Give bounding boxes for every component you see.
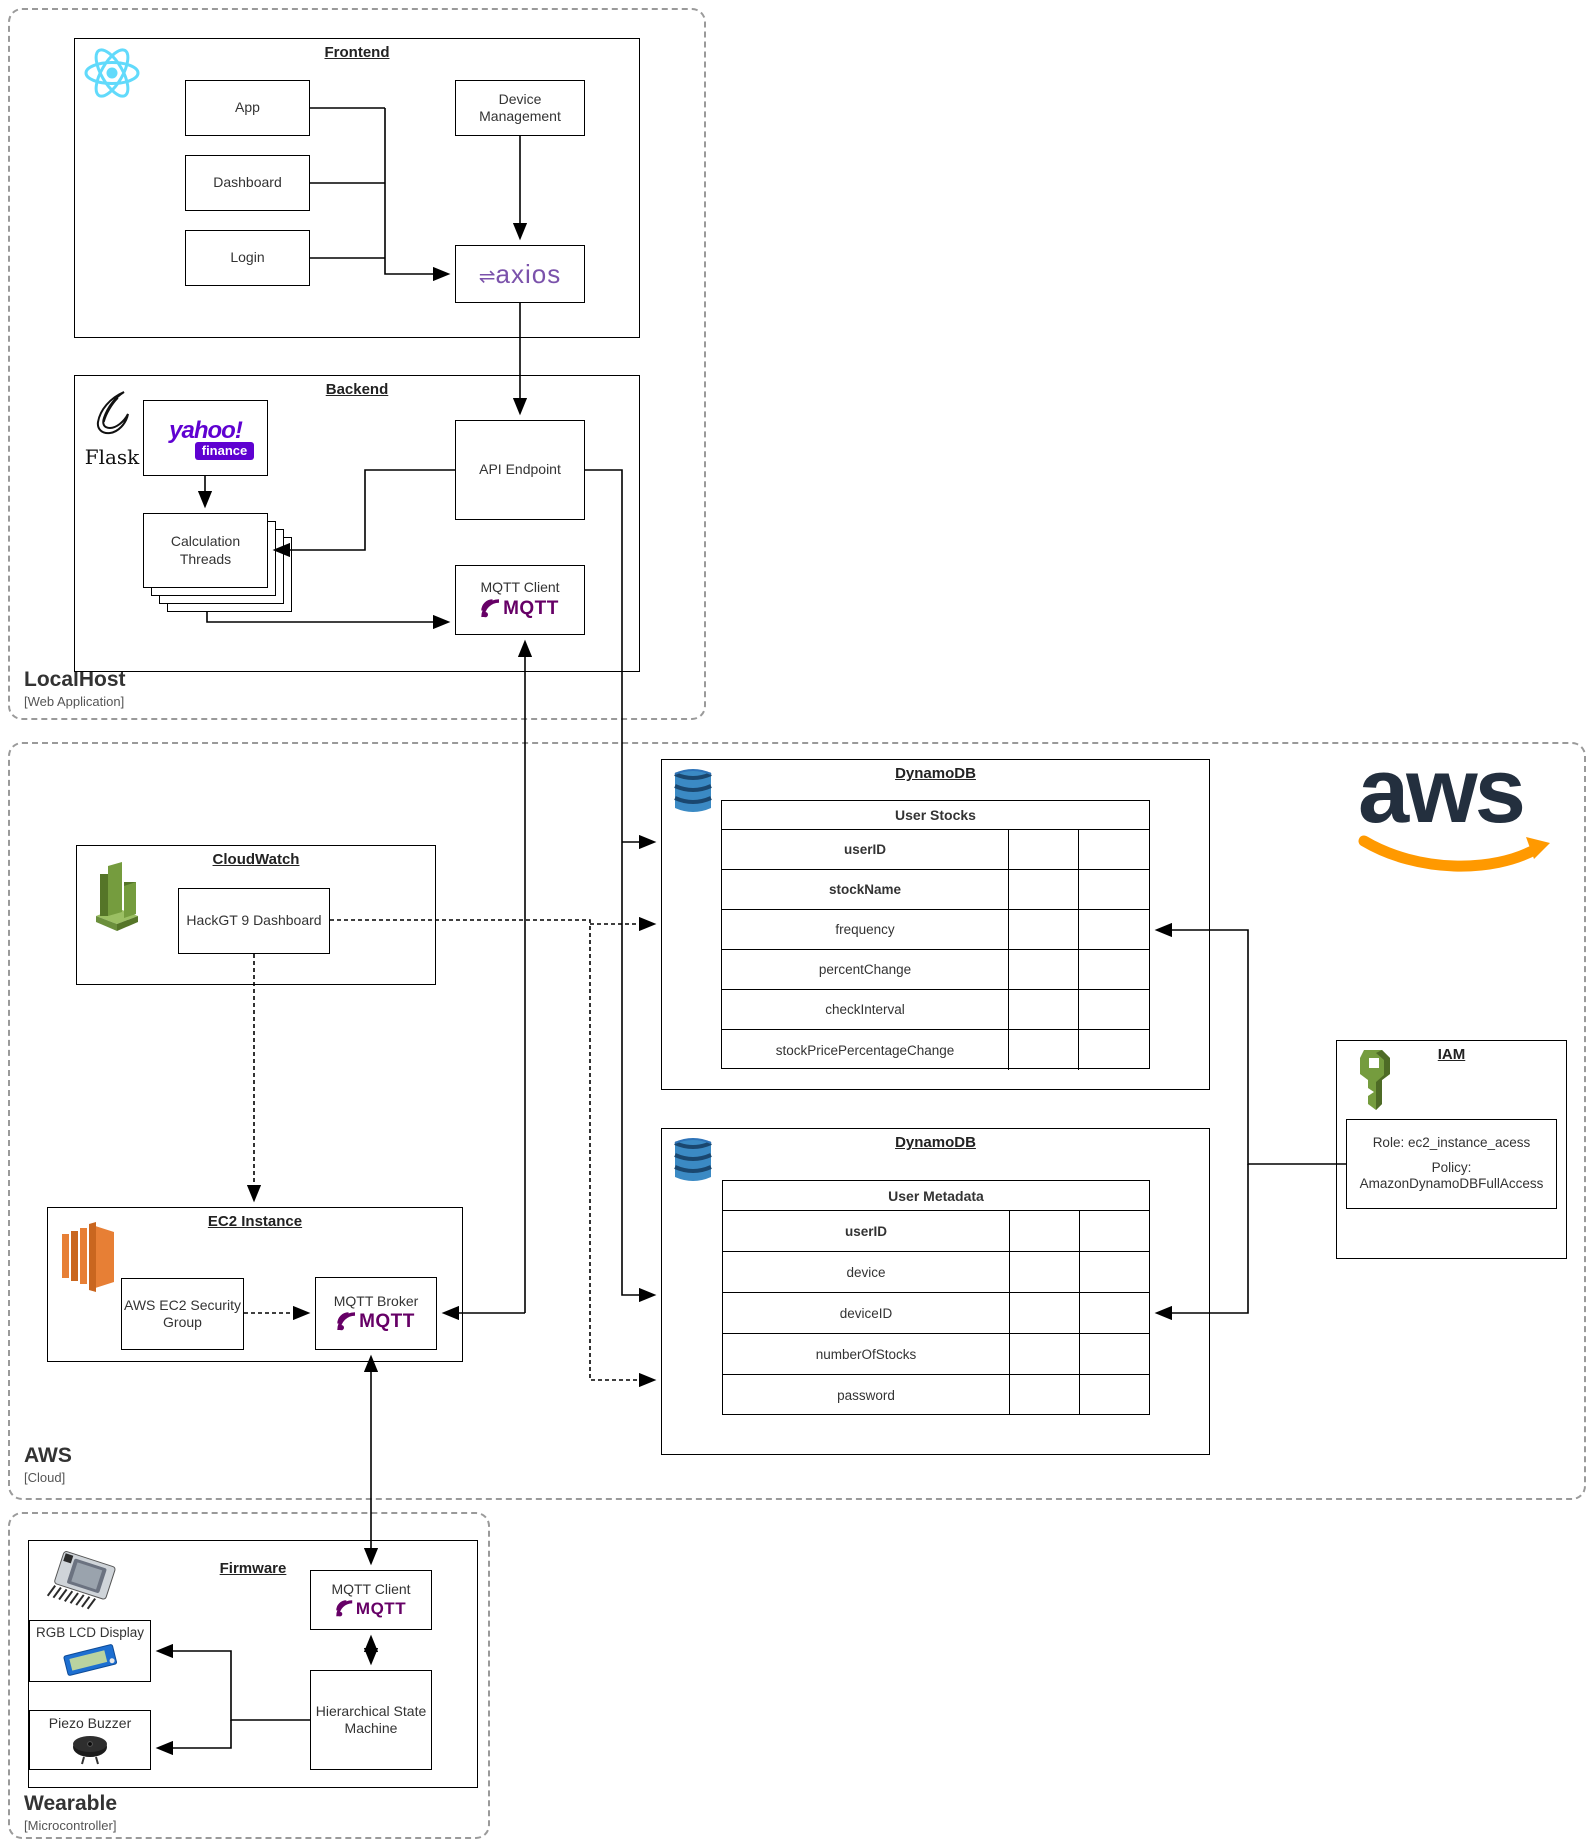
react-icon [84, 48, 140, 98]
user-metadata-table-title: User Metadata [723, 1181, 1149, 1211]
aws-container [8, 742, 1586, 1500]
frontend-dashboard-node[interactable]: Dashboard [185, 155, 310, 211]
mqtt-signal-icon [481, 599, 500, 617]
user-stocks-table-title: User Stocks [722, 801, 1149, 830]
table-row: device [723, 1252, 1149, 1293]
iam-policy-text: Policy: AmazonDynamoDBFullAccess [1359, 1159, 1544, 1192]
cloudwatch-title: CloudWatch [212, 851, 300, 868]
yahoo-finance-node[interactable]: yahoo! finance [143, 400, 268, 476]
axios-logo: ⇌axios [478, 258, 562, 289]
table-row: percentChange [722, 950, 1149, 990]
localhost-label: LocalHost [24, 668, 126, 691]
frontend-login-node[interactable]: Login [185, 230, 310, 286]
esp32-board-icon [46, 1551, 116, 1610]
dynamodb-metadata-title: DynamoDB [895, 1134, 976, 1151]
wearable-label: Wearable [24, 1792, 117, 1815]
wearable-container [8, 1512, 490, 1839]
mqtt-signal-icon [337, 1312, 356, 1331]
aws-label: AWS [24, 1444, 72, 1467]
frontend-title: Frontend [324, 44, 390, 61]
aws-sublabel: [Cloud] [24, 1470, 66, 1485]
firmware-title: Firmware [219, 1560, 287, 1577]
table-row: numberOfStocks [723, 1334, 1149, 1375]
dynamodb-icon [674, 1138, 712, 1181]
frontend-device-management-node[interactable]: Device Management [455, 80, 585, 136]
user-metadata-table: User Metadata userID device deviceID num… [722, 1180, 1150, 1415]
localhost-container [8, 8, 706, 720]
localhost-sublabel: [Web Application] [24, 694, 125, 709]
mqtt-signal-icon [336, 1600, 353, 1617]
iam-role-node[interactable]: Role: ec2_instance_acess Policy: AmazonD… [1346, 1119, 1557, 1209]
table-row: checkInterval [722, 990, 1149, 1030]
ec2-title: EC2 Instance [207, 1213, 303, 1230]
piezo-buzzer-node[interactable]: Piezo Buzzer [29, 1710, 151, 1770]
table-row: userID [723, 1211, 1149, 1252]
dynamodb-icon [674, 769, 712, 812]
backend-mqtt-client-node[interactable]: MQTT Client MQTT [455, 565, 585, 635]
piezo-buzzer-icon [73, 1735, 107, 1764]
firmware-mqtt-client-node[interactable]: MQTT Client MQTT [310, 1570, 432, 1630]
yahoo-finance-badge: finance [194, 441, 255, 461]
backend-title: Backend [325, 381, 389, 398]
flask-logo: Flask [84, 388, 140, 469]
mqtt-logo: MQTT [336, 1598, 406, 1619]
axios-arrows-icon: ⇌ [478, 265, 496, 288]
hierarchical-state-machine-node[interactable]: Hierarchical State Machine [310, 1670, 432, 1770]
mqtt-logo: MQTT [481, 597, 559, 621]
table-row: deviceID [723, 1293, 1149, 1334]
ec2-security-group-node[interactable]: AWS EC2 Security Group [121, 1278, 244, 1350]
calculation-threads-node[interactable]: Calculation Threads [143, 513, 268, 588]
table-row: userID [722, 830, 1149, 870]
cloudwatch-icon [96, 862, 138, 931]
table-row: stockPricePercentageChange [722, 1030, 1149, 1070]
iam-role-text: Role: ec2_instance_acess [1372, 1134, 1531, 1150]
ec2-icon [62, 1222, 114, 1292]
rgb-lcd-node[interactable]: RGB LCD Display [29, 1620, 151, 1682]
lcd-display-icon [63, 1644, 117, 1676]
wearable-sublabel: [Microcontroller] [24, 1818, 117, 1833]
mqtt-broker-node[interactable]: MQTT Broker MQTT [315, 1277, 437, 1350]
hackgt-dashboard-node[interactable]: HackGT 9 Dashboard [178, 888, 330, 954]
frontend-app-node[interactable]: App [185, 80, 310, 136]
aws-smile-icon [1358, 835, 1550, 872]
table-row: stockName [722, 870, 1149, 910]
mqtt-logo: MQTT [337, 1310, 415, 1334]
api-endpoint-node[interactable]: API Endpoint [455, 420, 585, 520]
iam-title: IAM [1437, 1046, 1466, 1063]
flask-feather-icon [96, 391, 129, 435]
table-row: password [723, 1375, 1149, 1415]
axios-node[interactable]: ⇌axios [455, 245, 585, 303]
yahoo-logo: yahoo! [169, 416, 243, 444]
aws-logo: aws [1358, 745, 1558, 885]
dynamodb-stocks-title: DynamoDB [895, 765, 976, 782]
table-row: frequency [722, 910, 1149, 950]
iam-key-icon [1360, 1050, 1390, 1110]
user-stocks-table: User Stocks userID stockName frequency p… [721, 800, 1150, 1070]
